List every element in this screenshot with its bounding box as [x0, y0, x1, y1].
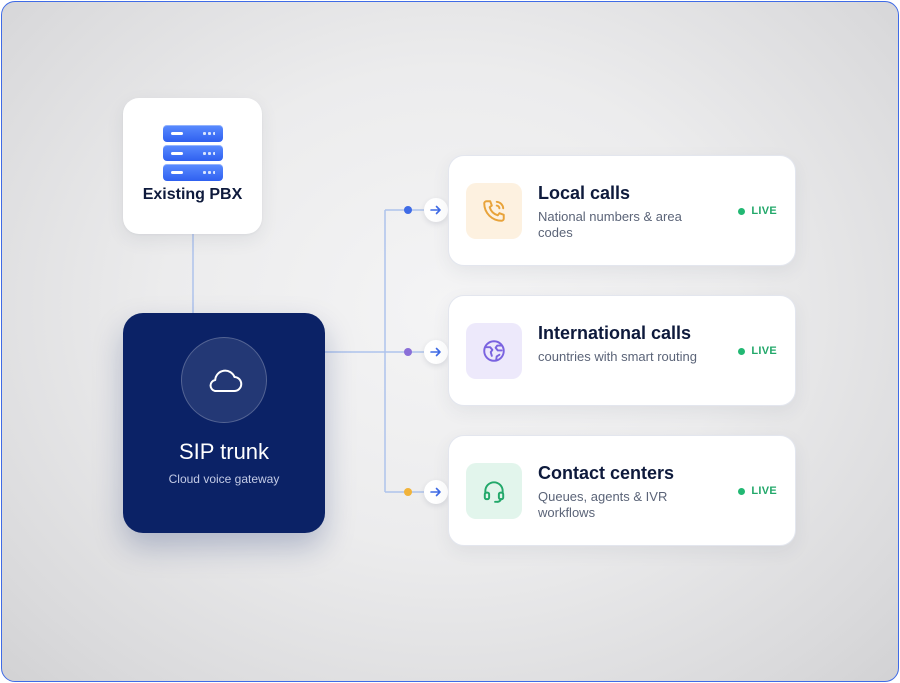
arrow-right-icon	[424, 340, 448, 364]
sip-subtitle: Cloud voice gateway	[168, 472, 280, 486]
route-description: Queues, agents & IVR workflows	[538, 489, 668, 520]
sip-title: SIP trunk	[178, 439, 270, 464]
headset-icon	[466, 463, 522, 519]
route-card-local-calls[interactable]: Local calls National numbers & area code…	[448, 155, 796, 266]
route-description: countries with smart routing	[538, 349, 697, 364]
arrow-right-icon	[424, 198, 448, 222]
live-status-label: LIVE	[751, 485, 777, 497]
route-title: International calls	[538, 323, 692, 343]
live-status-badge: LIVE	[738, 205, 777, 217]
pbx-label: Existing PBX	[142, 186, 243, 203]
arrow-right-icon	[424, 480, 448, 504]
globe-icon	[466, 323, 522, 379]
live-status-badge: LIVE	[738, 485, 777, 497]
live-dot-icon	[738, 487, 746, 495]
route-description: National numbers & area codes	[538, 209, 682, 240]
route-title: Local calls	[538, 183, 631, 203]
route-card-contact-centers[interactable]: Contact centers Queues, agents & IVR wor…	[448, 435, 796, 546]
connector-dot-local	[404, 206, 412, 214]
connector-dot-contact	[404, 488, 412, 496]
live-status-label: LIVE	[751, 345, 777, 357]
route-card-international-calls[interactable]: International calls countries with smart…	[448, 295, 796, 406]
sip-trunk-node[interactable]: SIP trunk Cloud voice gateway	[123, 313, 325, 533]
live-status-badge: LIVE	[738, 345, 777, 357]
live-dot-icon	[738, 207, 746, 215]
connector-dot-international	[404, 348, 412, 356]
live-status-label: LIVE	[751, 205, 777, 217]
existing-pbx-node[interactable]: Existing PBX	[123, 98, 262, 234]
route-title: Contact centers	[538, 463, 675, 483]
live-dot-icon	[738, 347, 746, 355]
server-icon	[162, 125, 223, 182]
cloud-icon	[181, 337, 267, 423]
phone-call-icon	[466, 183, 522, 239]
